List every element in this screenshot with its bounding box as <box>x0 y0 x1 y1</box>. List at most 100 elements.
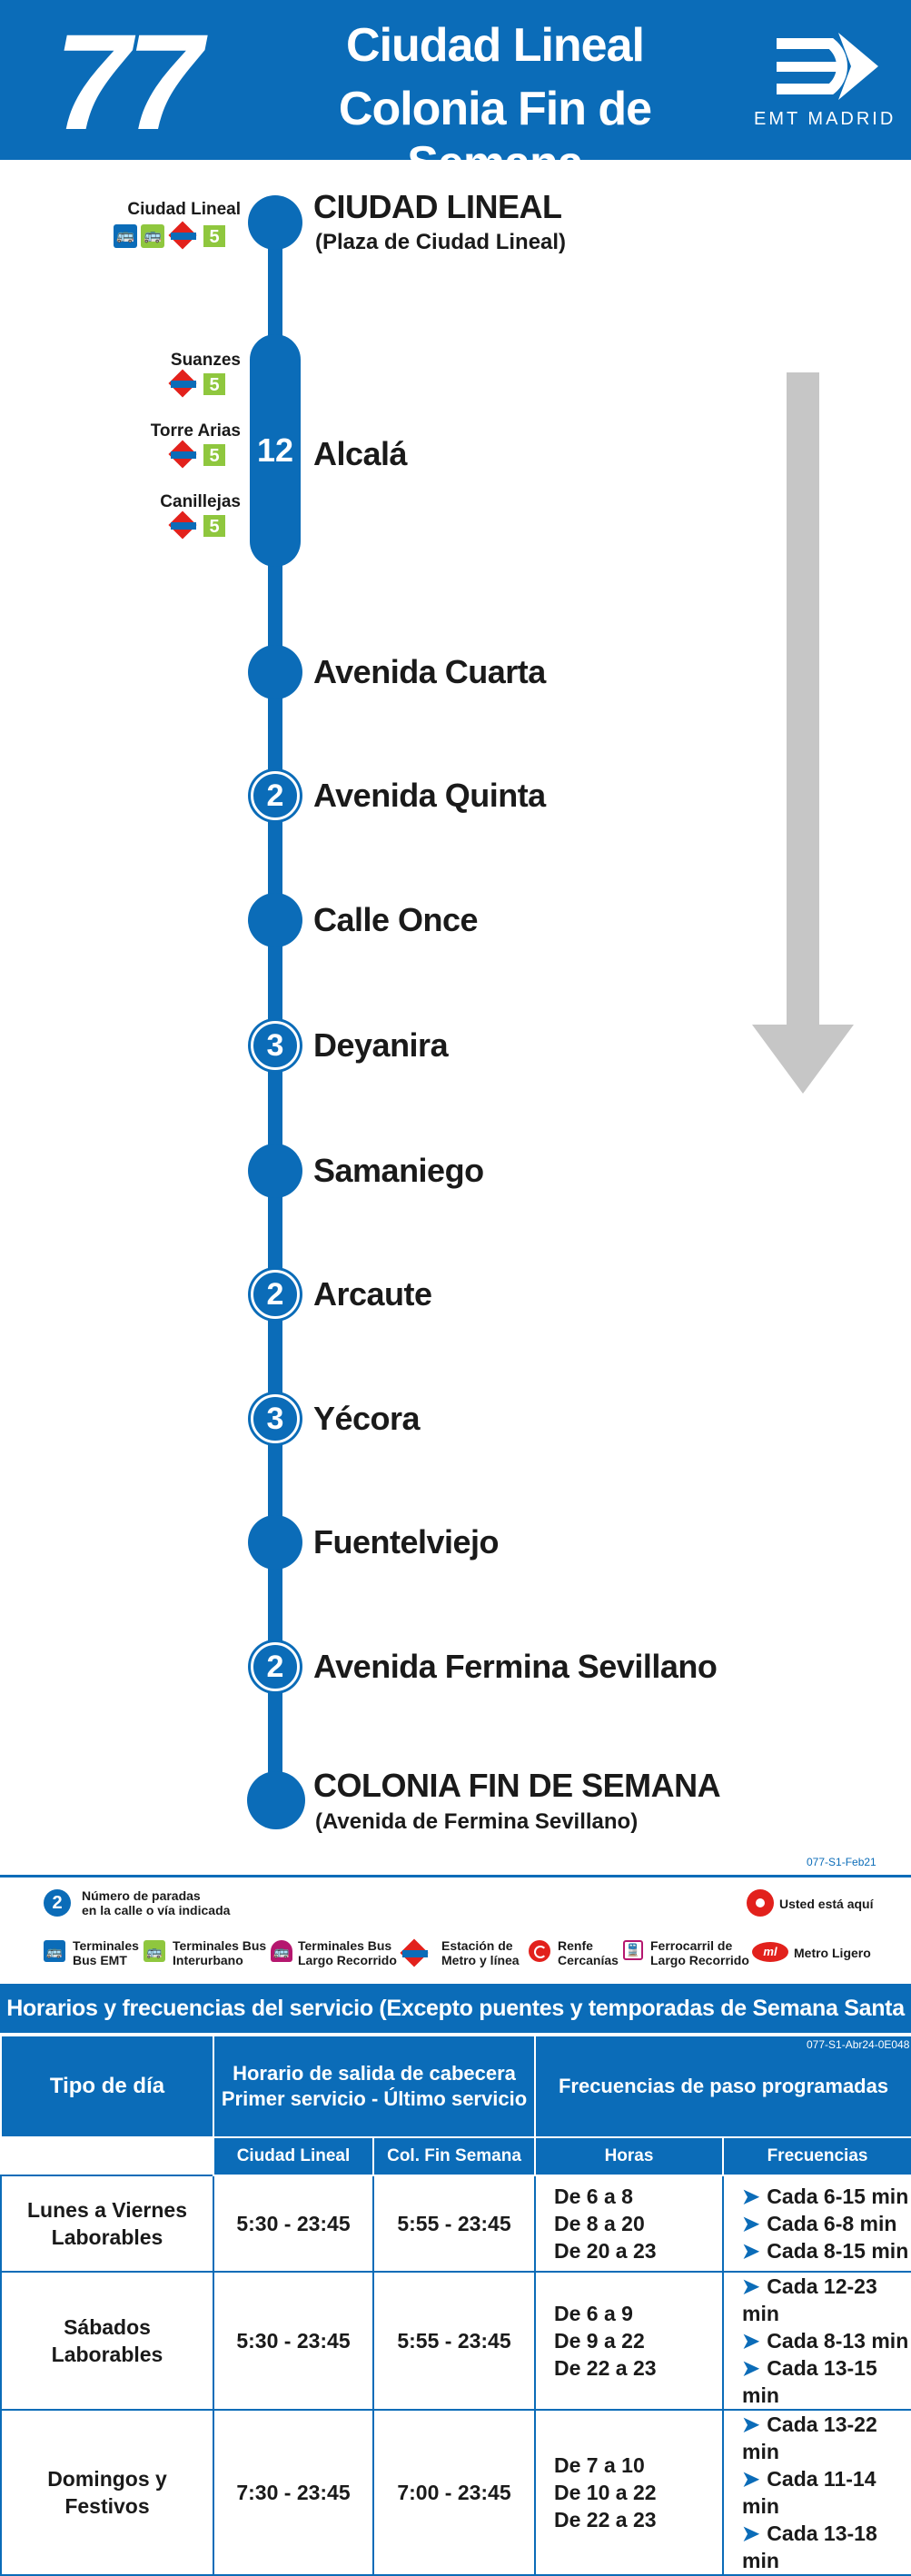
metro-line-badge: 5 <box>203 443 226 467</box>
route-title-origin: Ciudad Lineal <box>346 19 645 72</box>
arrow-right-icon: ➤ <box>742 2239 760 2263</box>
freqs-cell: ➤Cada 6-15 min ➤Cada 6-8 min ➤Cada 8-15 … <box>722 2175 911 2273</box>
arrow-right-icon: ➤ <box>742 2413 760 2436</box>
stop-marker-calle-once <box>248 893 302 947</box>
stop-count-badge-alcala: 12 <box>250 334 301 567</box>
stop-count-badge-avenida-fermina-sevillano: 2 <box>248 1640 302 1694</box>
brand-name: EMT MADRID <box>754 109 896 129</box>
stop-count-badge-arcaute: 2 <box>248 1267 302 1322</box>
spacer <box>1 2137 213 2175</box>
stop-sub-colonia-fin-de-semana: (Avenida de Fermina Sevillano) <box>315 1809 639 1834</box>
legend-long-distance-train-icon: 🚆 <box>623 1940 643 1960</box>
emt-bus-terminal-icon: 🚌 <box>114 224 137 248</box>
legend-interurban-bus-icon: 🚌 <box>144 1940 165 1962</box>
line-number: 77 <box>54 5 203 158</box>
metro-icon <box>168 224 199 248</box>
stop-name-deyanira: Deyanira <box>313 1026 449 1064</box>
arrow-right-icon: ➤ <box>742 2522 760 2545</box>
schedule-title: Horarios y frecuencias del servicio (Exc… <box>0 1984 911 2070</box>
stop-count-badge-yecora: 3 <box>248 1392 302 1446</box>
legend-renfe-1: Renfe <box>558 1938 593 1953</box>
connection-label-suanzes: Suanzes <box>170 351 241 370</box>
route-code: 077-S1-Feb21 <box>807 1856 876 1868</box>
connection-icons-canillejas: 5 <box>168 514 226 540</box>
metro-icon <box>168 443 199 467</box>
stop-name-avenida-quinta: Avenida Quinta <box>313 777 546 814</box>
stop-marker-avenida-cuarta <box>248 645 302 699</box>
direction-arrow-icon <box>752 1025 854 1094</box>
arrow-right-icon: ➤ <box>742 2467 760 2491</box>
legend-you-are-here: Usted está aquí <box>779 1897 874 1911</box>
legend-emt-bus-1: Terminales <box>73 1938 139 1953</box>
arrow-right-icon: ➤ <box>742 2274 760 2298</box>
header: 77 Ciudad Lineal Colonia Fin de Semana E… <box>0 0 911 190</box>
schedule-table: Tipo de día Horario de salida de cabecer… <box>0 2035 911 2576</box>
connection-label-canillejas: Canillejas <box>160 492 241 511</box>
legend-count-text-2: en la calle o vía indicada <box>82 1903 231 1917</box>
stop-name-arcaute: Arcaute <box>313 1275 432 1313</box>
col-header-hours: Horas <box>534 2136 725 2176</box>
destination-time-cell: 7:00 - 23:45 <box>371 2409 537 2576</box>
stop-marker-samaniego <box>248 1144 302 1198</box>
col-header-day-type: Tipo de día <box>0 2035 214 2138</box>
col-header-destination: Col. Fin Semana <box>371 2136 537 2176</box>
stop-name-alcala: Alcalá <box>313 435 408 472</box>
metro-line-badge: 5 <box>203 514 226 538</box>
metro-icon <box>168 372 199 396</box>
legend-metro-1: Estación de <box>441 1938 513 1953</box>
arrow-right-icon: ➤ <box>742 2356 760 2380</box>
stop-sub-ciudad-lineal: (Plaza de Ciudad Lineal) <box>315 230 567 254</box>
destination-time-cell: 5:55 - 23:45 <box>371 2271 537 2411</box>
freqs-cell: ➤Cada 13-22 min ➤Cada 11-14 min ➤Cada 13… <box>722 2409 911 2576</box>
stop-name-avenida-cuarta: Avenida Cuarta <box>313 653 546 690</box>
arrow-right-icon: ➤ <box>742 2329 760 2353</box>
destination-time-cell: 5:55 - 23:45 <box>371 2175 537 2273</box>
connection-icons-torre-arias: 5 <box>168 443 226 469</box>
legend-renfe-icon <box>529 1940 550 1962</box>
you-are-here-icon <box>747 1889 774 1917</box>
direction-arrow-shaft <box>787 372 819 1026</box>
stop-marker-ciudad-lineal <box>248 195 302 250</box>
stop-name-samaniego: Samaniego <box>313 1152 484 1189</box>
metro-line-badge: 5 <box>203 224 226 248</box>
schedule-code: 077-S1-Abr24-0E048 <box>807 2038 910 2051</box>
legend-metro-2: Metro y línea <box>441 1953 520 1967</box>
stop-count-badge-avenida-quinta: 2 <box>248 768 302 823</box>
stop-marker-fuentelviejo <box>248 1515 302 1570</box>
stop-name-avenida-fermina-sevillano: Avenida Fermina Sevillano <box>313 1648 718 1685</box>
stop-name-colonia-fin-de-semana: COLONIA FIN DE SEMANA <box>313 1767 721 1804</box>
connection-label-ciudad-lineal: Ciudad Lineal <box>127 200 241 219</box>
stop-marker-colonia-fin-de-semana <box>247 1771 305 1829</box>
col-header-first-last: Horario de salida de cabecera Primer ser… <box>212 2035 537 2138</box>
emt-logo-icon <box>777 33 878 100</box>
legend-light-rail-icon: ml <box>752 1942 788 1962</box>
arrow-right-icon: ➤ <box>742 2185 760 2208</box>
legend-emt-bus-2: Bus EMT <box>73 1953 127 1967</box>
legend-interurban-2: Interurbano <box>173 1953 243 1967</box>
origin-time-cell: 5:30 - 23:45 <box>213 2175 374 2273</box>
legend-interurban-1: Terminales Bus <box>173 1938 267 1953</box>
stop-count-badge-deyanira: 3 <box>248 1018 302 1073</box>
legend-light-rail: Metro Ligero <box>794 1946 871 1960</box>
stop-name-fuentelviejo: Fuentelviejo <box>313 1523 500 1560</box>
col-header-origin: Ciudad Lineal <box>213 2136 374 2176</box>
route-title-destination: Colonia Fin de Semana <box>338 83 652 190</box>
legend-train-2: Largo Recorrido <box>650 1953 749 1967</box>
stop-name-yecora: Yécora <box>313 1400 421 1437</box>
col-header-frequencies-group: Frecuencias de paso programadas <box>534 2035 911 2138</box>
origin-time-cell: 7:30 - 23:45 <box>213 2409 374 2576</box>
legend-train-1: Ferrocarril de <box>650 1938 733 1953</box>
connection-icons-ciudad-lineal: 🚌 🚌 5 <box>114 224 226 250</box>
connection-icons-suanzes: 5 <box>168 372 226 398</box>
freqs-cell: ➤Cada 12-23 min ➤Cada 8-13 min ➤Cada 13-… <box>722 2271 911 2411</box>
stop-name-ciudad-lineal: CIUDAD LINEAL <box>313 188 562 225</box>
metro-icon <box>168 514 199 538</box>
arrow-right-icon: ➤ <box>742 2212 760 2235</box>
